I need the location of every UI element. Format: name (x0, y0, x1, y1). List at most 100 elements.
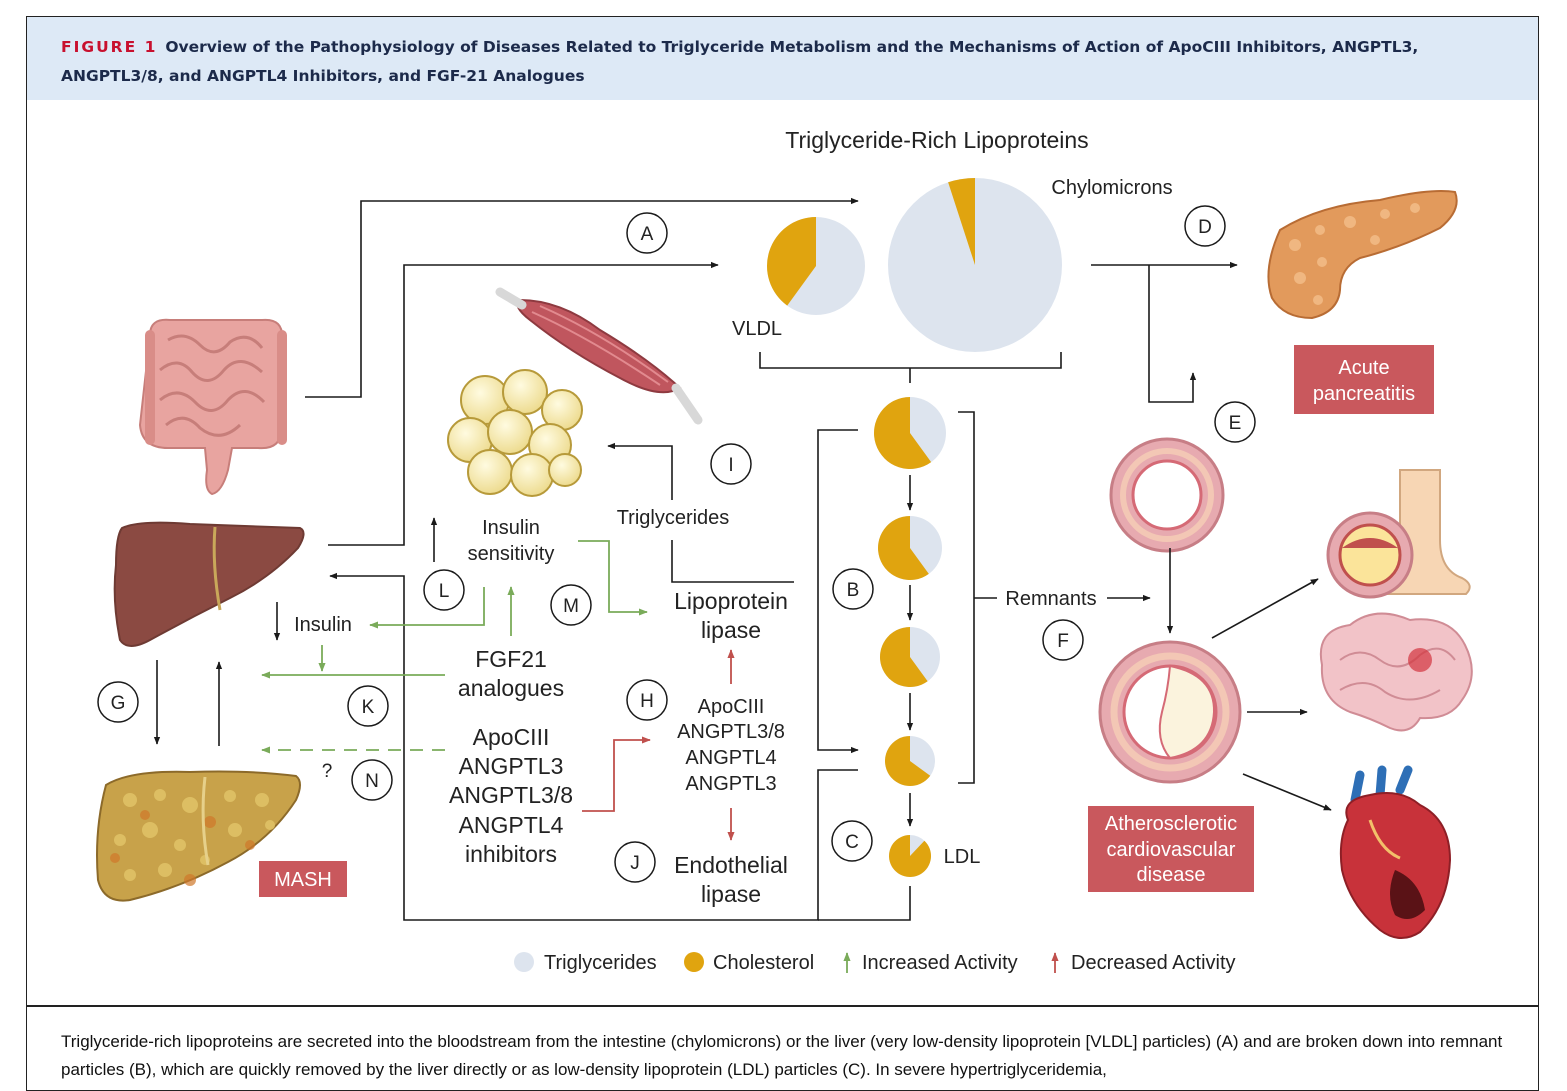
arrow-artery-to-foot (1211, 578, 1319, 639)
target-line-4: ANGPTL3 (685, 773, 776, 795)
svg-text:D: D (1198, 217, 1212, 238)
arrow-artery-to-heart (1242, 773, 1332, 811)
svg-text:J: J (630, 853, 640, 874)
diagram-labels: Chylomicrons VLDL Remnants LDL Triglycer… (294, 177, 1172, 907)
target-line-3: ANGPTL4 (685, 747, 776, 769)
svg-text:G: G (111, 693, 126, 714)
legend-triglycerides-swatch (514, 952, 534, 972)
cholesterol-portion (948, 178, 975, 265)
fgf21-line-1: FGF21 (475, 646, 547, 672)
section-title: Triglyceride-Rich Lipoproteins (785, 127, 1088, 153)
muscle-illustration (495, 287, 703, 425)
svg-text:N: N (365, 771, 379, 792)
lipoprotein-particles (767, 178, 1062, 878)
chylomicrons-label: Chylomicrons (1051, 177, 1172, 199)
cholesterol-portion (873, 397, 932, 469)
healthy-artery-illustration (1109, 437, 1225, 553)
circle-letter-n: N (351, 759, 393, 801)
svg-text:C: C (845, 832, 859, 853)
circle-letter-b: B (832, 568, 874, 610)
pathophysiology-diagram: Triglyceride-Rich Lipoproteins (96, 127, 1473, 974)
arrow-lpl-to-adipose (608, 446, 794, 583)
ldl-label: LDL (944, 846, 981, 868)
particle-chylomicron (888, 178, 1062, 352)
arrow-fgf21-to-insulin (369, 587, 485, 629)
particle-remnant-2 (878, 516, 942, 580)
circle-letter-c: C (831, 820, 873, 862)
pancreas-illustration (1267, 190, 1458, 320)
circle-letter-l: L (423, 569, 465, 611)
particle-vldl (767, 217, 865, 315)
liver-illustration (113, 521, 305, 647)
circle-letter-m: M (550, 584, 592, 626)
legend-cholesterol-label: Cholesterol (713, 952, 814, 974)
circle-letter-a: A (626, 212, 668, 254)
svg-text:L: L (439, 581, 450, 602)
figure-title-text: Overview of the Pathophysiology of Disea… (61, 38, 1419, 85)
bracket-remnant-right (958, 411, 997, 784)
vldl-label: VLDL (732, 318, 782, 340)
heart-illustration (1339, 765, 1452, 939)
particle-ldl (889, 835, 932, 878)
endothelial-lipase-line-2: lipase (701, 881, 761, 907)
svg-text:K: K (362, 697, 375, 718)
svg-text:F: F (1057, 631, 1069, 652)
acute-pancreatitis-line-1: Acute (1338, 357, 1389, 379)
legend-cholesterol-swatch (684, 952, 704, 972)
ascvd-line-1: Atherosclerotic (1105, 813, 1237, 835)
circle-letter-d: D (1184, 205, 1226, 247)
ascvd-line-2: cardiovascular (1107, 839, 1236, 861)
cholesterol-portion (767, 217, 816, 306)
inhibitor-line-1: ApoCIII (473, 724, 550, 750)
target-line-1: ApoCIII (698, 696, 765, 718)
inhibitor-line-2: ANGPTL3 (459, 753, 564, 779)
endothelial-lipase-line-1: Endothelial (674, 852, 788, 878)
arrow-sensitivity-to-lpl (578, 540, 648, 616)
bracket-remnant-left (817, 429, 859, 754)
increased-activity-arrows (261, 540, 648, 754)
mash-box: MASH (259, 861, 347, 897)
fgf21-line-2: analogues (458, 675, 564, 701)
figure-label: FIGURE 1 (61, 38, 158, 56)
arrow-intestine-to-chylomicrons (305, 197, 859, 398)
intestine-illustration (138, 318, 287, 496)
arrow-to-pancreatitis (1148, 265, 1197, 403)
arrow-liver-to-vldl (328, 261, 719, 546)
circle-letter-h: H (626, 679, 668, 721)
peripheral-artery-foot-illustration (1326, 469, 1471, 599)
fatty-liver-illustration (96, 770, 301, 902)
caption-separator (27, 1005, 1538, 1007)
legend-decreased-label: Decreased Activity (1071, 952, 1236, 974)
figure-header (27, 17, 1538, 100)
svg-text:A: A (641, 224, 654, 245)
inhibitor-line-4: ANGPTL4 (459, 812, 564, 838)
circled-letters: A B C D E F G H I J K L M N (97, 205, 1256, 883)
legend-triglycerides-label: Triglycerides (544, 952, 657, 974)
inhibitor-line-5: inhibitors (465, 841, 557, 867)
bracket-trl-bottom (759, 352, 1062, 383)
circle-letter-g: G (97, 681, 139, 723)
target-line-2: ANGPTL3/8 (677, 721, 785, 743)
mash-label: MASH (274, 869, 332, 891)
arrow-remnants-ldl-to-liver (329, 572, 858, 921)
legend-increased-label: Increased Activity (862, 952, 1018, 974)
acute-pancreatitis-line-2: pancreatitis (1313, 383, 1415, 405)
particle-remnant-3 (879, 627, 940, 688)
insulin-sensitivity-line-1: Insulin (482, 517, 540, 539)
circle-letter-j: J (614, 841, 656, 883)
inhibitor-line-3: ANGPTL3/8 (449, 782, 573, 808)
svg-text:I: I (728, 455, 733, 476)
arrow-inhibitors-to-targets (582, 736, 651, 812)
acute-pancreatitis-box: Acute pancreatitis (1294, 345, 1434, 414)
legend: Triglycerides Cholesterol Increased Acti… (514, 952, 1236, 974)
question-mark: ? (322, 761, 333, 782)
circle-letter-i: I (710, 443, 752, 485)
connector-lines (153, 197, 1332, 921)
circle-letter-k: K (347, 685, 389, 727)
insulin-label: Insulin (294, 614, 352, 636)
cholesterol-portion (878, 516, 929, 580)
cholesterol-portion (889, 835, 932, 878)
triglycerides-label: Triglycerides (617, 507, 730, 529)
cholesterol-portion (885, 736, 931, 786)
